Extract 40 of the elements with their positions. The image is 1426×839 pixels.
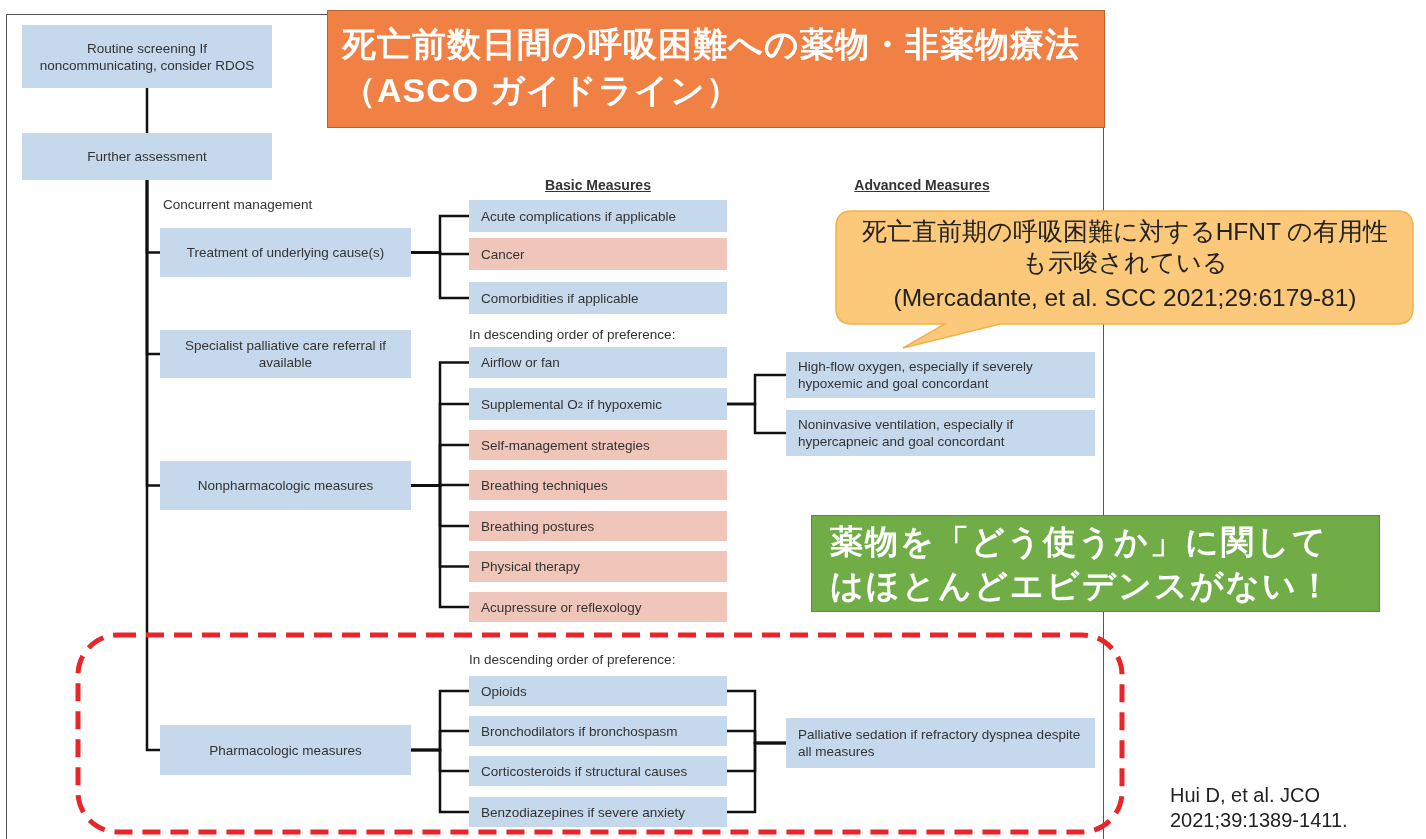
note-banner: 薬物を「どう使うか」に関してはほとんどエビデンスがない！ — [811, 515, 1380, 612]
connector-line — [145, 88, 149, 133]
citation: Hui D, et al. JCO 2021;39:1389-1411. — [1170, 783, 1349, 833]
process-box: Physical therapy — [469, 551, 727, 582]
process-box: Specialist palliative care referral if available — [160, 330, 411, 378]
process-box: Cancer — [469, 238, 727, 270]
connector-line — [727, 741, 786, 814]
process-box: Nonpharmacologic measures — [160, 461, 411, 510]
process-box: Corticosteroids if structural causes — [469, 756, 727, 786]
callout-text: 死亡直前期の呼吸困難に対するHFNT の有用性も示唆されている — [860, 217, 1390, 278]
note-text: Concurrent management — [163, 197, 313, 212]
connector-line — [727, 402, 786, 435]
connector-line — [145, 180, 160, 752]
process-box: Airflow or fan — [469, 347, 727, 378]
title-banner: 死亡前数日間の呼吸困難への薬物・非薬物療法（ASCO ガイドライン） — [327, 10, 1105, 128]
process-box: Acupressure or reflexology — [469, 592, 727, 622]
note-text: In descending order of preference: — [469, 652, 676, 667]
highlight-frame — [75, 632, 1125, 835]
process-box: Bronchodilators if bronchospasm — [469, 716, 727, 746]
process-box: Opioids — [469, 676, 727, 706]
section-heading: Advanced Measures — [854, 177, 990, 193]
note-text: In descending order of preference: — [469, 327, 676, 342]
citation: (Mercadante, et al. SCC 2021;29:6179-81) — [892, 283, 1358, 313]
process-box: Breathing postures — [469, 511, 727, 541]
process-box: Acute complications if applicable — [469, 200, 727, 232]
process-box: Palliative sedation if refractory dyspnea despite all measures — [786, 718, 1095, 768]
process-box: Noninvasive ventilation, especially if hypercapneic and goal concordant — [786, 410, 1095, 456]
connector-line — [411, 748, 469, 814]
section-heading: Basic Measures — [545, 177, 651, 193]
process-box: Pharmacologic measures — [160, 725, 411, 775]
speech-bubble — [835, 210, 1415, 350]
process-box: Treatment of underlying cause(s) — [160, 228, 411, 277]
process-box: High-flow oxygen, especially if severely hypoxemic and goal concordant — [786, 352, 1095, 398]
process-box: Further assessment — [22, 133, 272, 180]
process-box: Benzodiazepines if severe anxiety — [469, 797, 727, 827]
process-box: Breathing techniques — [469, 470, 727, 500]
process-box: Comorbidities if applicable — [469, 282, 727, 314]
connector-line — [411, 251, 469, 300]
process-box: Routine screening If noncommunicating, consider RDOS — [22, 25, 272, 88]
process-box: Self-management strategies — [469, 430, 727, 460]
